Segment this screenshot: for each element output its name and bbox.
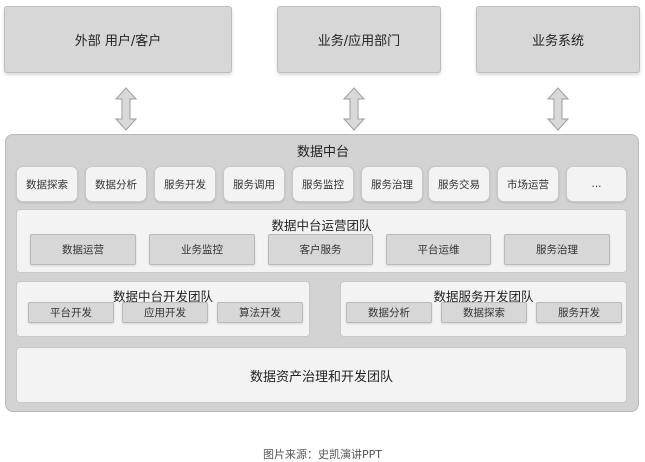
bidirectional-arrow-icon <box>115 87 137 131</box>
operations-team-item: 服务治理 <box>504 234 610 265</box>
platform-dev-team-title: 数据中台开发团队 <box>112 289 213 304</box>
service-chip: 服务调用 <box>223 166 285 202</box>
platform-dev-team-item: 平台开发 <box>28 302 114 323</box>
business-departments-box: 业务/应用部门 <box>277 6 441 73</box>
operations-team-item-label: 客户服务 <box>299 244 342 256</box>
operations-team-title: 数据中台运营团队 <box>271 218 372 233</box>
asset-team-title: 数据资产治理和开发团队 <box>249 369 393 385</box>
operations-team-item: 业务监控 <box>149 234 255 265</box>
service-chip: 市场运营 <box>497 166 559 202</box>
platform-title: 数据中台 <box>296 145 349 160</box>
business-systems-label: 业务系统 <box>531 34 584 49</box>
bidirectional-arrow-icon <box>547 87 569 131</box>
service-dev-team-item: 数据探索 <box>441 302 527 323</box>
external-users-box: 外部 用户/客户 <box>4 6 232 73</box>
service-chip: 服务治理 <box>361 166 423 202</box>
service-chip-label: 服务调用 <box>233 178 275 191</box>
service-chip-label: 服务监控 <box>302 178 344 191</box>
image-caption: 图片来源：史凯演讲PPT <box>263 448 382 461</box>
asset-team-panel: 数据资产治理和开发团队 <box>16 347 627 403</box>
service-chip-label: 服务治理 <box>371 178 413 191</box>
platform-dev-team-item-label: 算法开发 <box>239 307 281 319</box>
operations-team-item-label: 平台运维 <box>417 244 460 256</box>
bidirectional-arrow-icon <box>343 87 365 131</box>
service-dev-team-item: 数据分析 <box>346 302 432 323</box>
service-chip: 服务交易 <box>428 166 490 202</box>
service-dev-team-item-label: 数据探索 <box>463 307 505 319</box>
service-chip-more: ... <box>566 166 627 202</box>
business-systems-box: 业务系统 <box>476 6 640 73</box>
operations-team-item-label: 业务监控 <box>181 244 223 256</box>
external-users-label: 外部 用户/客户 <box>74 34 162 49</box>
service-chip: 服务监控 <box>292 166 354 202</box>
service-chip: 服务开发 <box>154 166 216 202</box>
platform-dev-team-item: 算法开发 <box>217 302 303 323</box>
service-dev-team-item-label: 服务开发 <box>558 307 600 319</box>
platform-dev-team-item-label: 平台开发 <box>50 307 92 319</box>
platform-dev-team-item: 应用开发 <box>122 302 208 323</box>
business-departments-label: 业务/应用部门 <box>317 34 401 49</box>
service-chip-label: 数据探索 <box>26 178 68 191</box>
platform-dev-team-item-label: 应用开发 <box>144 307 186 319</box>
service-dev-team-item-label: 数据分析 <box>368 307 410 319</box>
operations-team-item-label: 服务治理 <box>536 244 578 256</box>
operations-team-item: 数据运营 <box>30 234 136 265</box>
service-chip-label: 服务开发 <box>164 178 206 191</box>
service-chip-label: 市场运营 <box>507 178 549 191</box>
service-dev-team-title: 数据服务开发团队 <box>433 289 534 304</box>
service-chip: 数据分析 <box>85 166 147 202</box>
service-chip: 数据探索 <box>16 166 78 202</box>
operations-team-item: 客户服务 <box>268 234 373 265</box>
service-chip-label: 数据分析 <box>95 178 137 191</box>
service-chip-label: ... <box>591 178 602 190</box>
operations-team-item: 平台运维 <box>386 234 491 265</box>
service-dev-team-item: 服务开发 <box>536 302 622 323</box>
service-chip-label: 服务交易 <box>438 178 480 191</box>
operations-team-item-label: 数据运营 <box>62 244 104 256</box>
